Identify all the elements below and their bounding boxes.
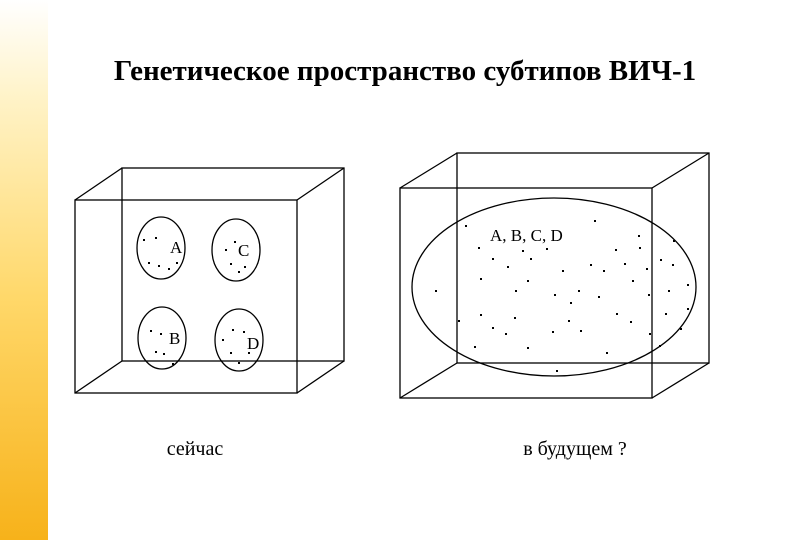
cluster-c-ellipse — [211, 218, 261, 282]
slide-title: Генетическое пространство субтипов ВИЧ-1 — [113, 55, 697, 87]
left-cube — [74, 167, 345, 394]
caption-now: сейчас — [166, 438, 224, 460]
right-cube-front-face — [399, 187, 653, 399]
decorative-side-bar — [0, 0, 48, 540]
merged-cluster-ellipse — [411, 197, 697, 377]
merged-cluster-dots — [435, 220, 689, 372]
cluster-b-ellipse — [137, 306, 187, 370]
cluster-a-label: A — [170, 238, 183, 257]
cluster-c-label: C — [238, 241, 249, 260]
left-cube-front-face — [74, 199, 298, 394]
cluster-b-label: B — [169, 329, 180, 348]
left-cube-back-face — [121, 167, 345, 362]
right-cube — [399, 152, 710, 399]
merged-cluster-label: A, B, C, D — [490, 226, 563, 245]
right-cube-back-face — [456, 152, 710, 364]
cluster-a-ellipse — [136, 216, 186, 280]
cluster-d-ellipse — [214, 308, 264, 372]
cluster-d-label: D — [247, 334, 259, 353]
caption-future: в будущем ? — [523, 438, 627, 460]
cluster-dots — [143, 237, 250, 365]
